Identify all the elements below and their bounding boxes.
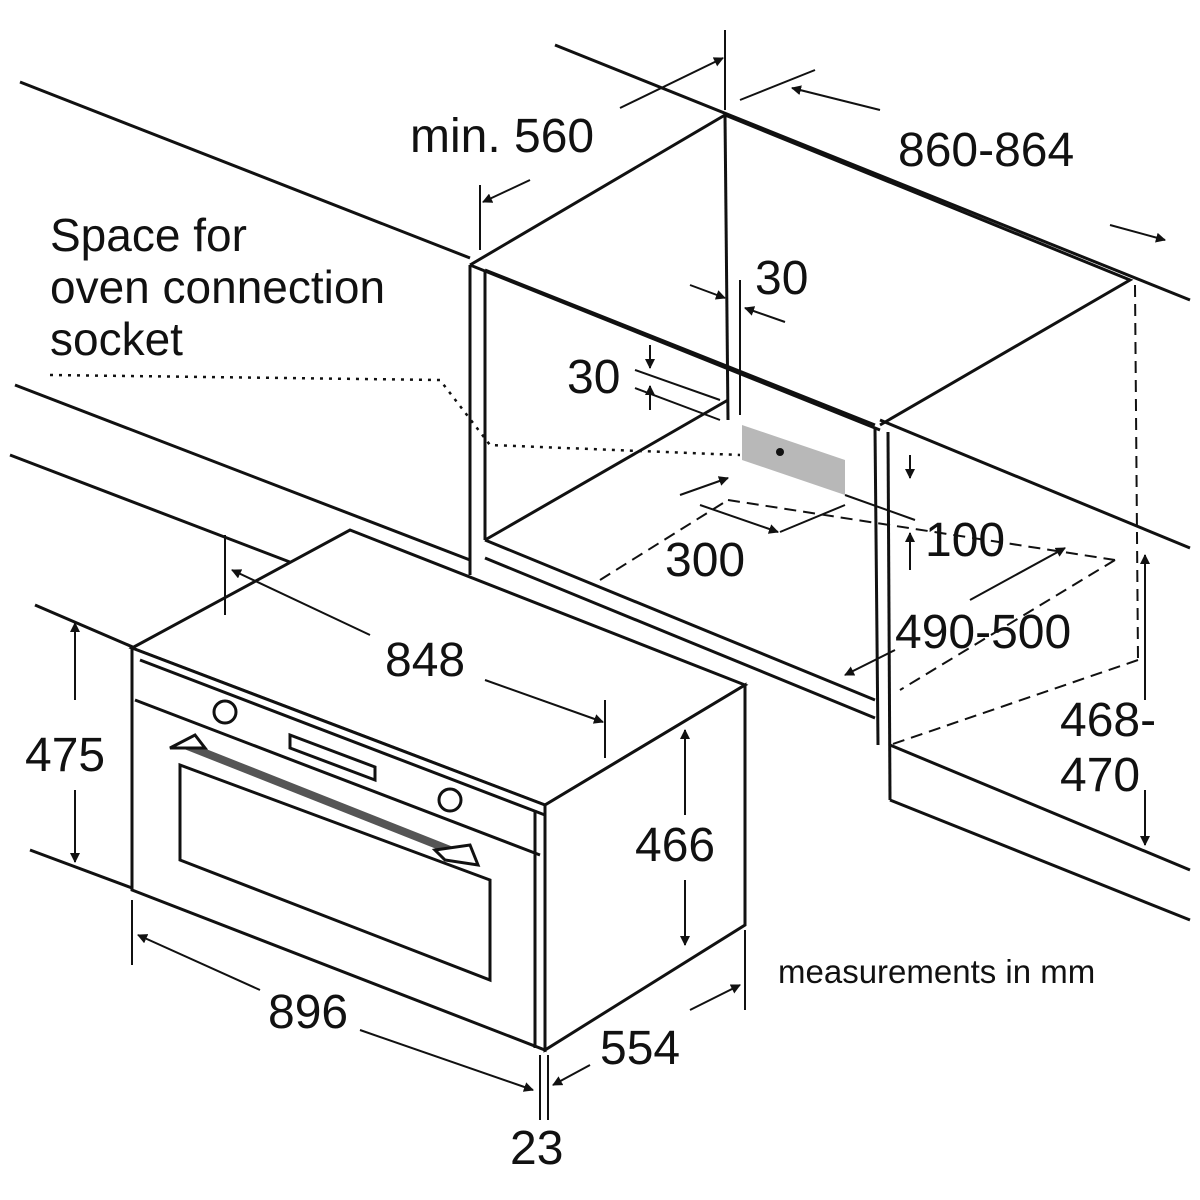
label-dim-23: 23 xyxy=(510,1122,564,1175)
label-dim-896: 896 xyxy=(268,986,349,1039)
label-dim-475: 475 xyxy=(25,729,106,782)
label-dim-100: 100 xyxy=(925,514,1006,567)
label-dim-468-top: 468- xyxy=(1060,694,1157,747)
socket-point xyxy=(776,448,784,456)
label-dim-468-bottom: 470 xyxy=(1060,749,1141,802)
label-dim-490-500: 490-500 xyxy=(895,606,1072,659)
label-offset-30-vertical: 30 xyxy=(567,351,621,404)
cabinet-hidden-lines xyxy=(599,284,1139,746)
socket-area xyxy=(742,425,845,495)
label-dim-554: 554 xyxy=(600,1022,681,1075)
socket-leader xyxy=(49,373,741,457)
label-width-range: 860-864 xyxy=(898,124,1075,177)
label-dim-466: 466 xyxy=(635,819,716,872)
label-socket-line2: oven connection xyxy=(50,261,386,313)
label-min-depth: min. 560 xyxy=(410,110,595,163)
label-socket-line3: socket xyxy=(50,313,183,365)
label-dim-300: 300 xyxy=(665,534,746,587)
units-note: measurements in mm xyxy=(778,953,1096,990)
label-offset-30-horizontal: 30 xyxy=(755,252,809,305)
label-socket-line1: Space for xyxy=(50,209,247,261)
cabinet xyxy=(468,113,1134,801)
oven xyxy=(128,528,749,1053)
label-dim-848: 848 xyxy=(385,634,466,687)
dimension-lines xyxy=(70,30,1166,1120)
